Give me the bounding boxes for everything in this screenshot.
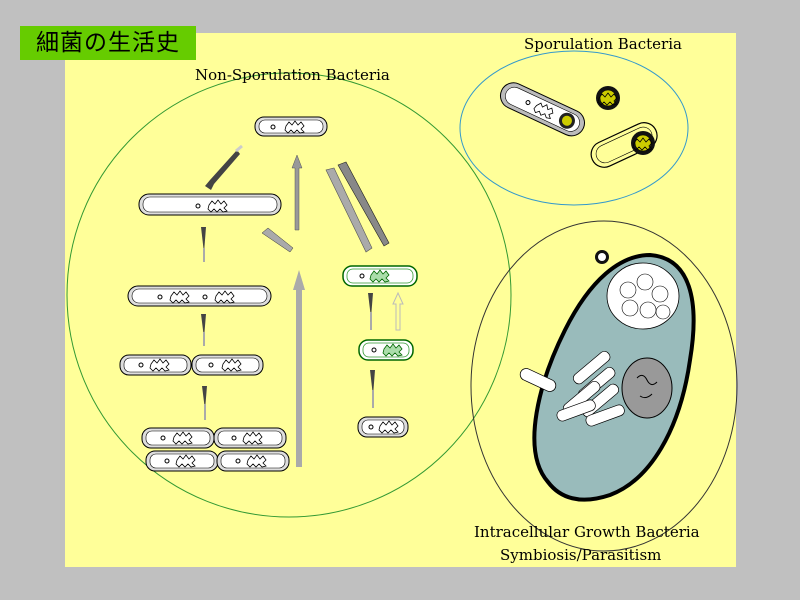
intracellular-circle [470,220,738,552]
intracellular-bacteria [556,350,625,427]
division-arrows [201,144,375,420]
free-spore [596,86,620,110]
bacterium-small [357,416,409,438]
symbiosis-label: Symbiosis/Parasitism [500,546,662,564]
non-sporulation-label: Non-Sporulation Bacteria [195,66,390,84]
page-title: 細菌の生活史 [20,26,196,60]
bacterium-cell [254,116,328,137]
sporulation-circle [459,50,689,206]
sporulation-label: Sporulation Bacteria [524,35,682,53]
bacterium-quartet [141,427,290,472]
green-cell [342,265,418,287]
bacterium-dividing [127,285,272,307]
intracellular-label: Intracellular Growth Bacteria [474,523,700,541]
germinating-cell [590,122,658,168]
host-cell [519,250,696,502]
invading-bacterium [519,368,557,392]
host-nucleus [621,357,673,419]
bacterium-pair [119,354,264,376]
return-arrows [261,154,404,467]
green-cell-small [358,339,414,361]
sporulating-cell [499,82,585,137]
bacterium-elongated [138,193,282,216]
non-sporulation-circle [66,72,512,518]
vacuole [606,262,680,330]
